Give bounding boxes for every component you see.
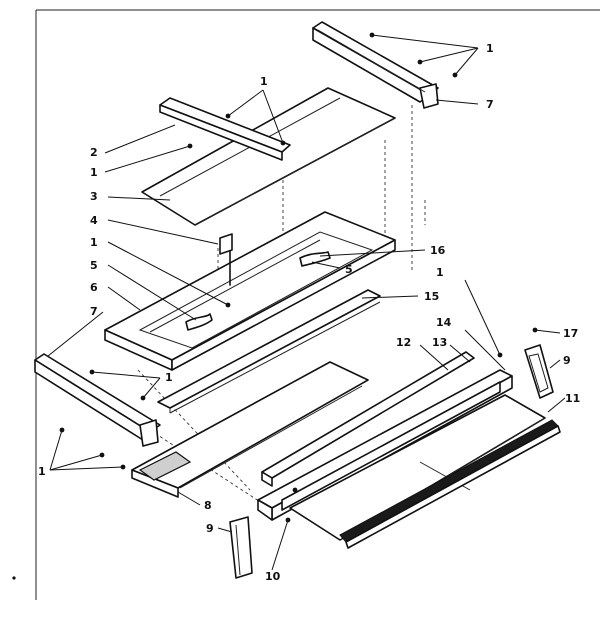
end-bracket-top (312, 21, 439, 109)
callout-c1d: 1 (90, 236, 98, 249)
stray-dot (12, 576, 16, 580)
side-clip-right (524, 344, 554, 399)
callout-c17: 17 (563, 327, 578, 340)
callout-c4: 4 (90, 214, 98, 227)
callout-c3: 3 (90, 190, 98, 203)
callout-c2: 2 (90, 146, 98, 159)
callout-c1a: 1 (486, 42, 494, 55)
callout-c6: 6 (90, 281, 98, 294)
callout-c15: 15 (424, 290, 439, 303)
callout-labels: 1 7 1 2 1 3 4 1 5 6 7 16 5 15 1 14 17 12… (38, 42, 580, 583)
lower-channels (257, 351, 546, 541)
frame-lines (35, 9, 600, 600)
rail-strip (157, 289, 381, 414)
grille-strip (339, 419, 561, 549)
callout-c7b: 7 (90, 305, 98, 318)
callout-c10: 10 (265, 570, 281, 583)
callout-c9b: 9 (206, 522, 214, 535)
base-plate (131, 361, 369, 498)
callout-c5b: 5 (345, 263, 353, 276)
callout-c1b: 1 (260, 75, 268, 88)
callout-c11: 11 (565, 392, 580, 405)
callout-c7a: 7 (486, 98, 494, 111)
side-clip-left (229, 516, 253, 579)
callout-c8: 8 (204, 499, 212, 512)
top-bar (159, 97, 291, 161)
callout-c1g: 1 (38, 465, 46, 478)
callout-c1c: 1 (90, 166, 98, 179)
callout-c13: 13 (432, 336, 447, 349)
callout-c9a: 9 (563, 354, 571, 367)
leader-lines (47, 34, 566, 571)
end-bracket-front (34, 353, 161, 447)
callout-c16: 16 (430, 244, 446, 257)
callout-c1e: 1 (436, 266, 444, 279)
callout-c5a: 5 (90, 259, 98, 272)
callout-c14: 14 (436, 316, 452, 329)
screws (59, 32, 538, 523)
callout-c1f: 1 (165, 371, 173, 384)
callout-c12: 12 (396, 336, 411, 349)
middle-tray (104, 211, 396, 371)
